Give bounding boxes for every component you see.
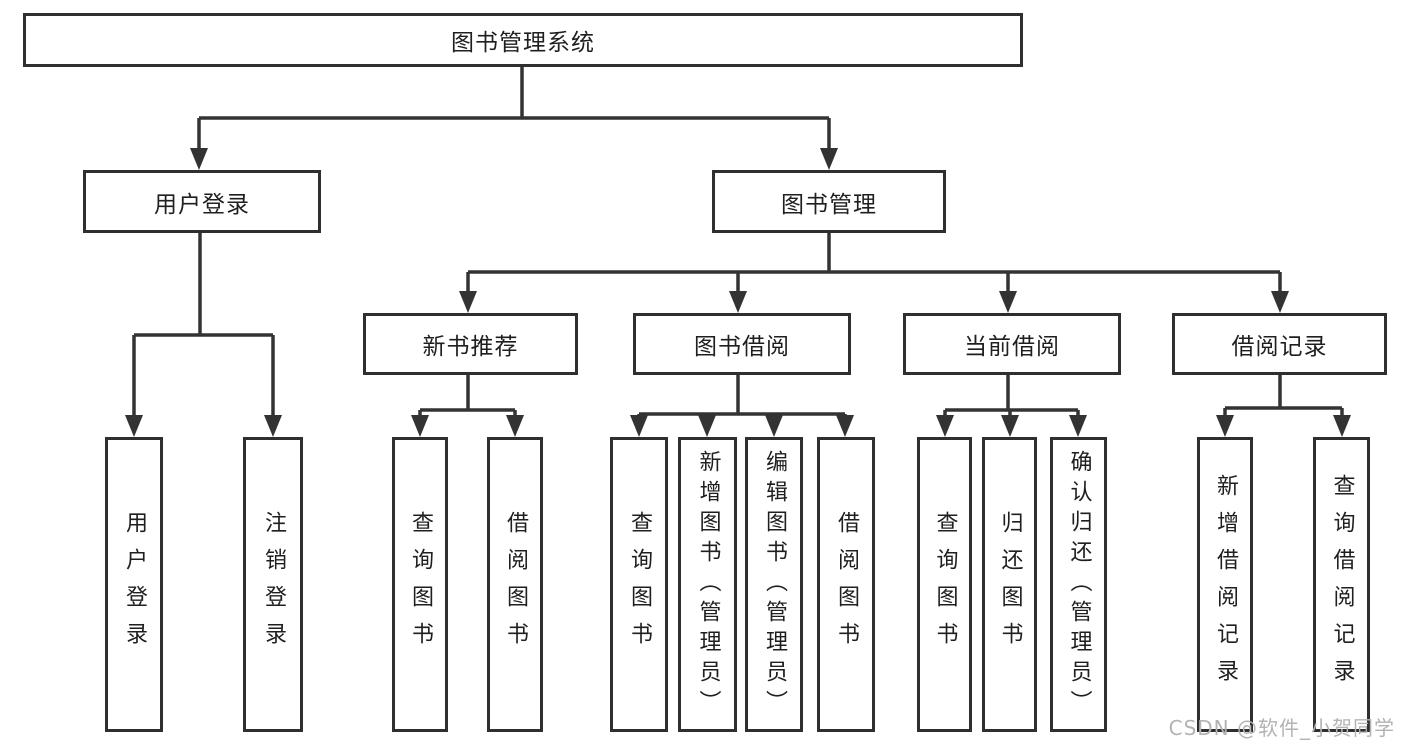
node-book-management: 图书管理 <box>712 170 946 233</box>
leaf-label: 用户登录 <box>122 510 147 659</box>
leaf-label: 新增借阅记录 <box>1213 473 1238 696</box>
leaf-add-borrow-record: 新增借阅记录 <box>1197 437 1253 732</box>
node-library-system: 图书管理系统 <box>23 13 1023 67</box>
node-label: 图书管理系统 <box>451 30 595 56</box>
leaf-label: 借阅图书 <box>503 510 528 659</box>
leaf-add-books-admin: 新增图书（管理员） <box>678 437 737 732</box>
csdn-watermark: CSDN @软件_小贺同学 <box>1168 716 1395 740</box>
leaf-label: 查询图书 <box>627 510 652 659</box>
node-borrow-records: 借阅记录 <box>1172 313 1387 375</box>
node-book-borrow: 图书借阅 <box>633 313 851 375</box>
leaf-label: 查询图书 <box>408 510 433 659</box>
leaf-query-books-current: 查询图书 <box>917 437 972 732</box>
leaf-logout-login: 注销登录 <box>243 437 303 732</box>
leaf-label: 编辑图书（管理员） <box>762 449 787 720</box>
leaf-confirm-return-admin: 确认归还（管理员） <box>1050 437 1107 732</box>
leaf-label: 归还图书 <box>997 510 1023 659</box>
node-new-book-recommend: 新书推荐 <box>363 313 578 375</box>
edge-newrec-to-leaves <box>418 375 517 420</box>
leaf-user-login: 用户登录 <box>105 437 163 732</box>
node-label: 用户登录 <box>154 191 250 218</box>
leaf-label: 查询图书 <box>932 510 958 659</box>
node-current-borrow: 当前借阅 <box>903 313 1121 375</box>
leaf-query-books-borrow: 查询图书 <box>610 437 668 732</box>
leaf-return-books: 归还图书 <box>982 437 1037 732</box>
leaf-edit-books-admin: 编辑图书（管理员） <box>745 437 803 732</box>
leaf-query-books-recommend: 查询图书 <box>392 437 448 732</box>
leaf-label: 借阅图书 <box>834 510 859 659</box>
edge-bookmgmt-to-level3 <box>466 233 1282 295</box>
node-user-login: 用户登录 <box>83 170 321 233</box>
leaf-label: 查询借阅记录 <box>1329 473 1355 696</box>
edge-bookborrow-to-leaves <box>637 375 847 420</box>
node-label: 图书借阅 <box>694 334 790 360</box>
node-label: 图书管理 <box>781 191 877 218</box>
node-label: 当前借阅 <box>964 334 1060 360</box>
leaf-borrow-books: 借阅图书 <box>817 437 875 732</box>
node-label: 新书推荐 <box>422 334 519 360</box>
leaf-label: 注销登录 <box>261 510 286 659</box>
edge-userlogin-to-leaves <box>132 233 275 420</box>
leaf-label: 确认归还（管理员） <box>1066 449 1092 720</box>
leaf-borrow-books-recommend: 借阅图书 <box>487 437 543 732</box>
edge-currentborrow-to-leaves <box>943 375 1080 420</box>
node-label: 借阅记录 <box>1231 334 1328 360</box>
edge-records-to-leaves <box>1223 375 1344 420</box>
leaf-label: 新增图书（管理员） <box>695 449 721 720</box>
edge-root-to-level2 <box>197 67 831 152</box>
leaf-query-borrow-record: 查询借阅记录 <box>1313 437 1370 732</box>
